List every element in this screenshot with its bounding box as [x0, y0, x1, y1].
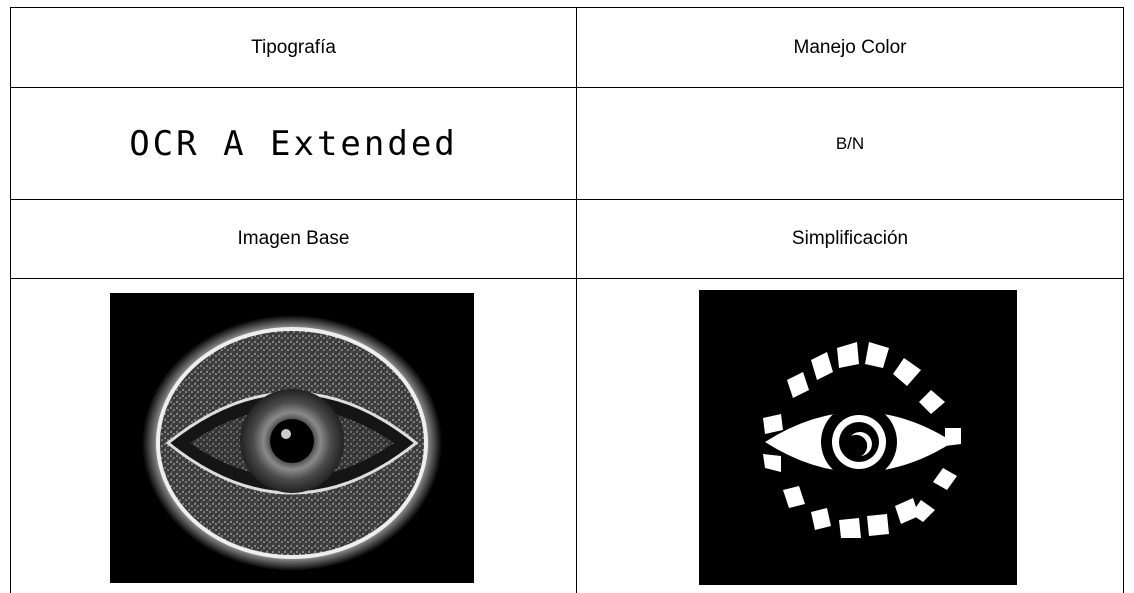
row-divider	[10, 87, 1124, 88]
typography-header: Tipografía	[251, 36, 336, 58]
column-divider	[576, 7, 577, 593]
table-border-left	[10, 7, 11, 593]
row-divider	[10, 278, 1124, 279]
color-value: B/N	[835, 133, 865, 153]
table-border-right	[1123, 7, 1124, 593]
eye-simplified-icon	[699, 290, 1017, 585]
base-image-header: Imagen Base	[237, 228, 350, 249]
eye-photo	[110, 293, 474, 583]
row-divider	[10, 199, 1124, 200]
typography-value: OCR A Extended	[129, 123, 458, 164]
table-border-top	[10, 7, 1124, 8]
color-header: Manejo Color	[793, 36, 907, 58]
simplification-header: Simplificación	[791, 228, 909, 249]
